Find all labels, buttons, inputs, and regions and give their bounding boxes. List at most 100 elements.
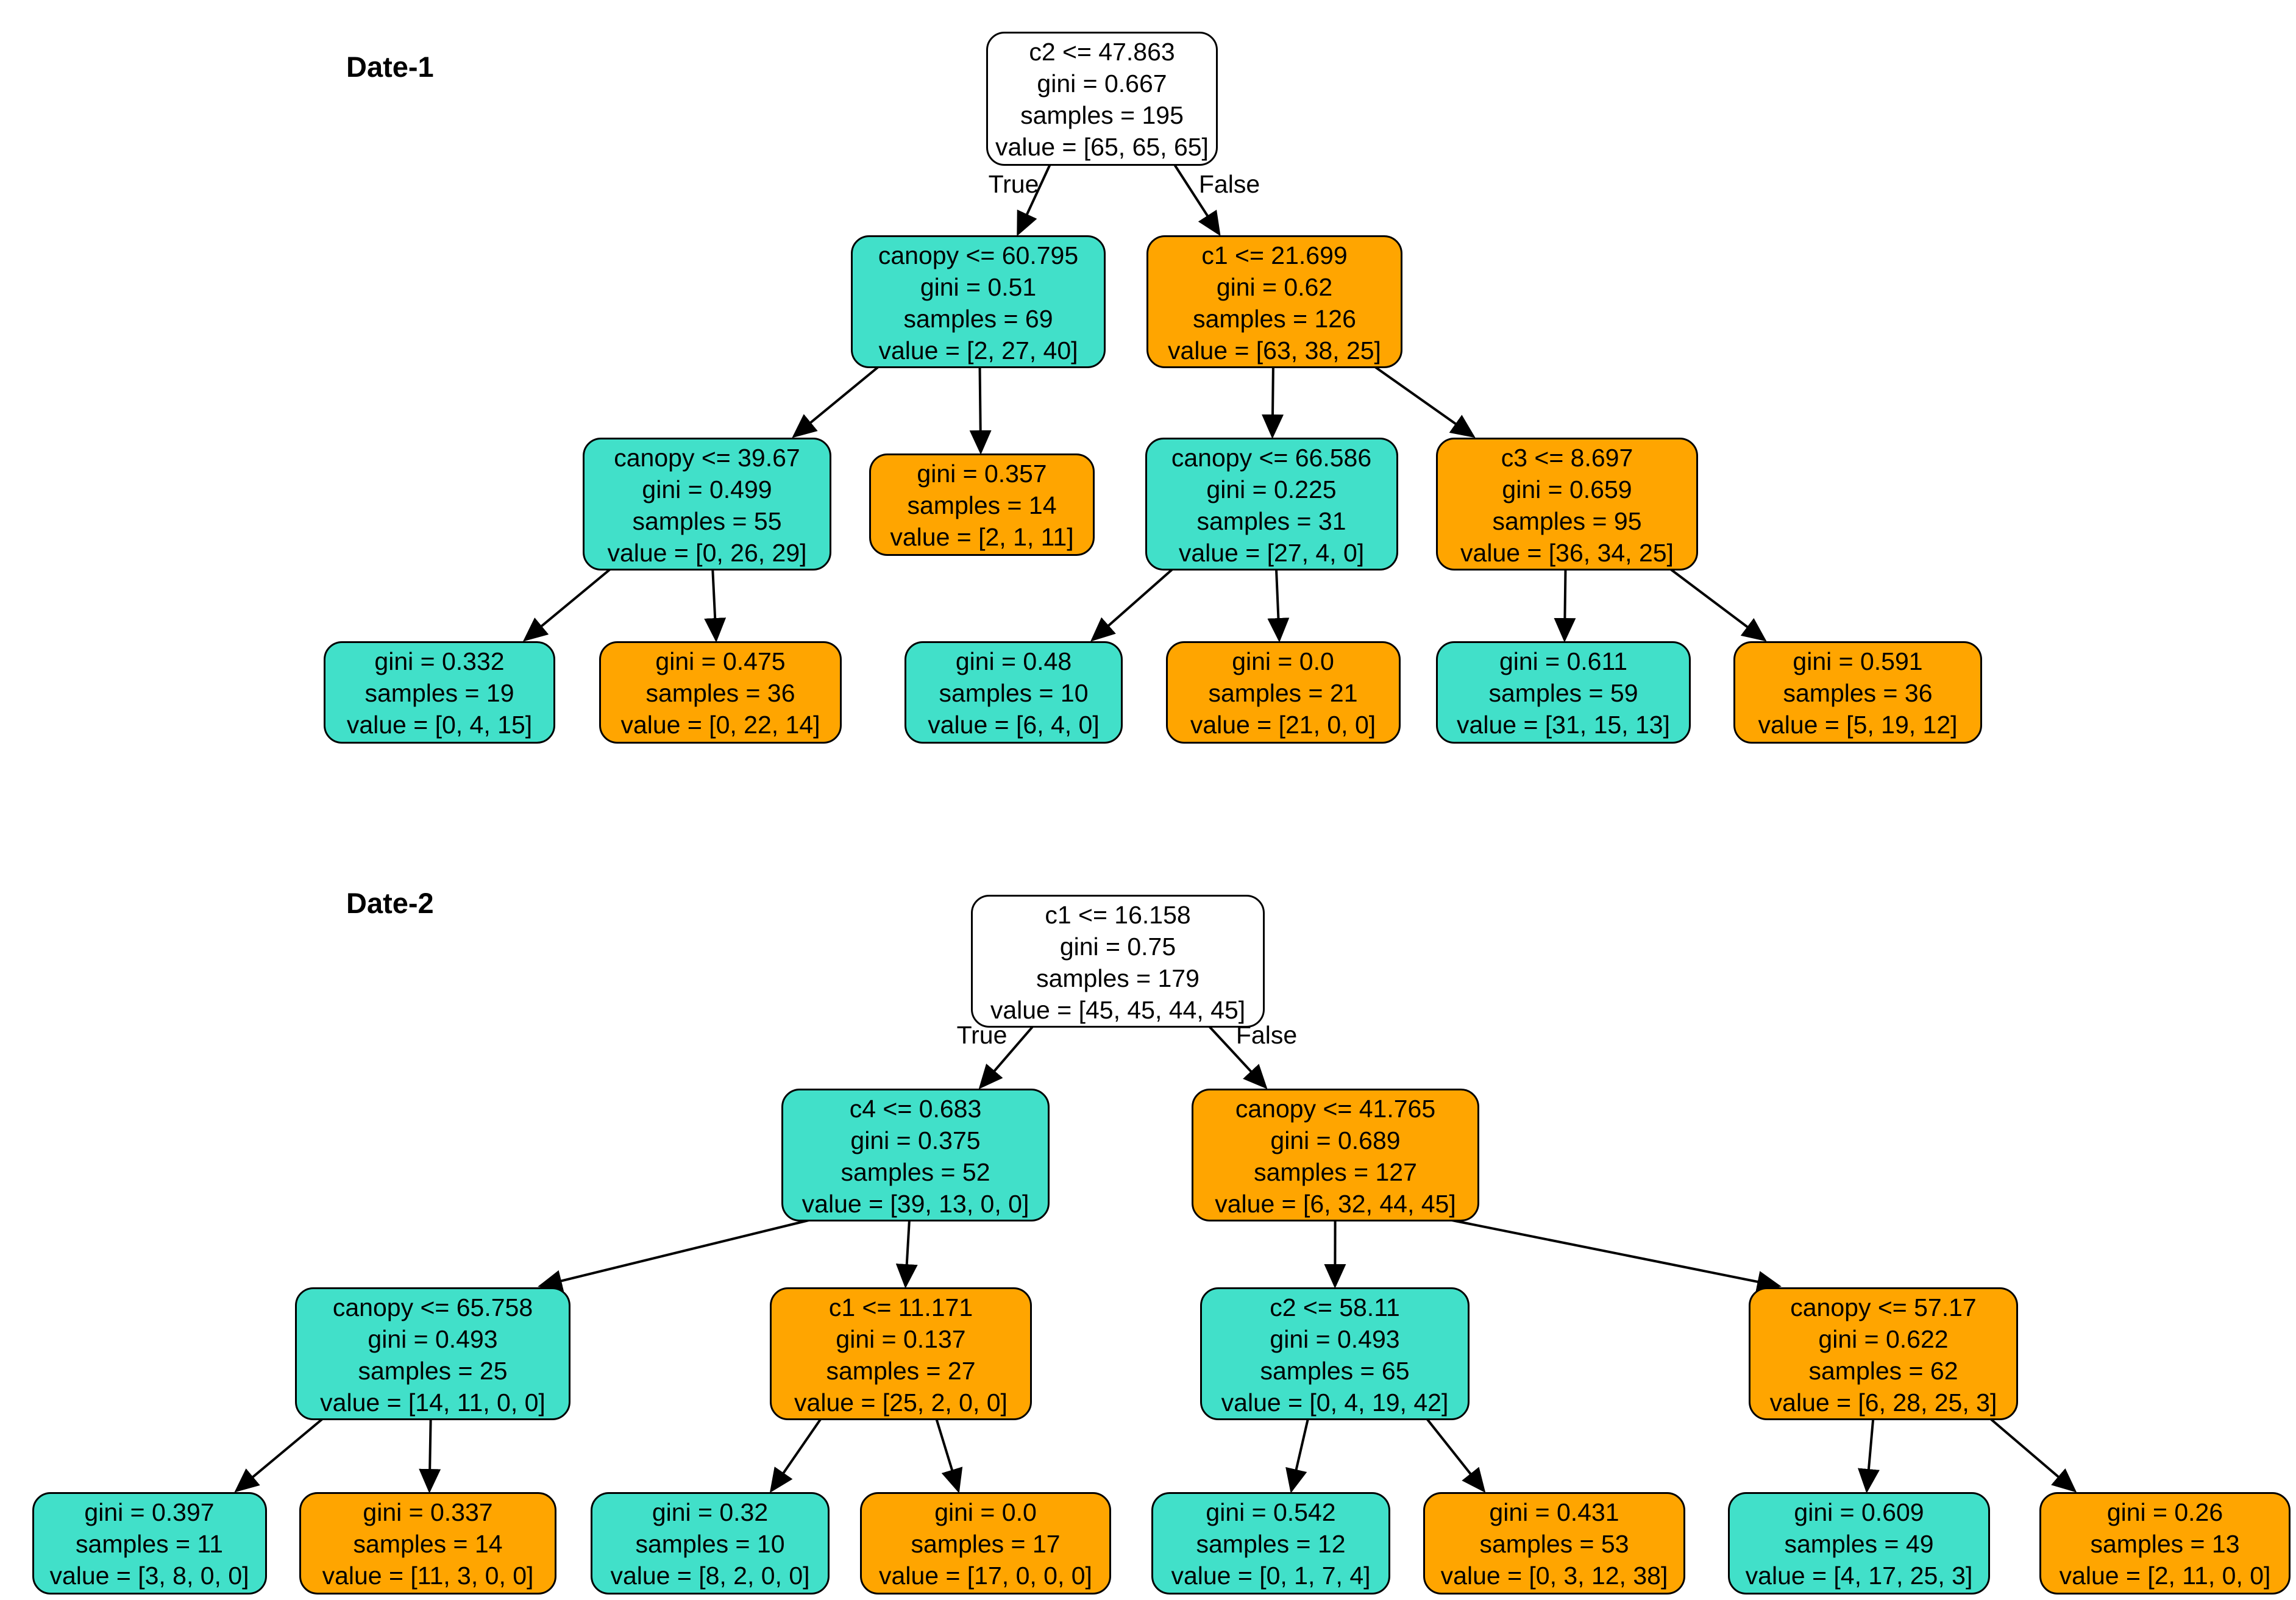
node-text-line: c2 <= 47.863 [1029,38,1175,66]
edge-arrow [969,366,992,455]
node-text-line: value = [8, 2, 0, 0] [610,1562,810,1590]
node-text-line: value = [0, 1, 7, 4] [1171,1562,1371,1590]
node-text-line: gini = 0.499 [642,475,772,503]
node-text-line: gini = 0.137 [836,1325,966,1353]
node-text-line: samples = 14 [353,1530,503,1558]
edge-arrow [792,366,880,438]
edge-arrow [1090,568,1173,642]
node-text-line: value = [0, 26, 29] [607,539,807,567]
node-text-line: gini = 0.397 [84,1498,215,1526]
node-text-line: gini = 0.51 [920,273,1037,301]
edge-arrow [1451,1219,1782,1293]
node-text-line: samples = 69 [903,305,1053,333]
node-text-line: c4 <= 0.683 [849,1095,982,1123]
node-text-line: gini = 0.475 [655,647,786,675]
node-text-line: value = [11, 3, 0, 0] [322,1562,534,1590]
node-text-line: gini = 0.611 [1499,647,1628,675]
tree-node-n12: gini = 0.591 samples = 36 value = [5, 19, … [1733,641,1982,744]
edge-arrow [1426,1418,1486,1493]
edge-arrow [538,1219,809,1292]
edge-arrow [1208,1025,1268,1089]
node-text-line: value = [14, 11, 0, 0] [320,1388,546,1417]
node-text-line: gini = 0.493 [1270,1325,1400,1353]
node-text-line: value = [6, 28, 25, 3] [1769,1388,1997,1417]
node-text-line: samples = 31 [1196,507,1346,535]
node-text-line: value = [63, 38, 25] [1168,336,1381,364]
node-text-line: value = [27, 4, 0] [1178,539,1365,567]
node-text-line: gini = 0.225 [1206,475,1337,503]
node-text-line: samples = 27 [826,1357,976,1385]
edge-arrow [419,1418,441,1493]
node-text-line: value = [5, 19, 12] [1758,711,1958,739]
node-text-line: samples = 55 [632,507,782,535]
node-text-line: samples = 52 [841,1158,990,1186]
node-text-line: samples = 36 [1783,679,1933,707]
node-text-line: value = [0, 22, 14] [620,711,820,739]
node-text-line: value = [21, 0, 0] [1190,711,1376,739]
edge-arrow [1858,1418,1880,1493]
node-text-line: c3 <= 8.697 [1501,444,1633,472]
edge-arrow [1374,366,1476,438]
node-text-line: value = [17, 0, 0, 0] [879,1562,1092,1590]
node-text-line: gini = 0.542 [1206,1498,1336,1526]
edge-arrow [1017,164,1051,236]
tree-node-m8: gini = 0.337 samples = 14 value = [11, 3, … [299,1492,556,1595]
node-text-line: samples = 126 [1193,305,1356,333]
edge-label-false: False [1199,170,1260,198]
tree-node-m7: gini = 0.397 samples = 11 value = [3, 8, 0… [32,1492,267,1595]
tree-node-n5: canopy <= 66.586 gini = 0.225 samples = 31… [1145,438,1398,571]
node-text-line: value = [6, 32, 44, 45] [1215,1190,1456,1218]
edge-label-true: True [989,170,1039,198]
edge-arrow [1989,1418,2077,1493]
node-text-line: samples = 195 [1020,101,1184,129]
node-text-line: gini = 0.609 [1794,1498,1924,1526]
node-text-line: c1 <= 11.171 [828,1293,973,1321]
node-text-line: value = [25, 2, 0, 0] [794,1388,1008,1417]
node-text-line: samples = 19 [364,679,514,707]
node-text-line: c1 <= 16.158 [1045,901,1191,929]
node-text-line: value = [0, 3, 12, 38] [1440,1562,1668,1590]
edge-arrow [895,1220,918,1289]
node-text-line: gini = 0.332 [374,647,505,675]
edge-arrow [522,568,611,642]
node-text-line: samples = 65 [1260,1357,1410,1385]
edge-arrow [1285,1418,1309,1493]
node-text-line: value = [45, 45, 44, 45] [990,996,1246,1024]
node-text-line: gini = 0.0 [1232,647,1334,675]
node-text-line: samples = 14 [907,491,1057,519]
edge-arrow [234,1418,324,1493]
tree-node-m4: c1 <= 11.171 gini = 0.137 samples = 27 valu… [770,1287,1032,1420]
node-text-line: value = [3, 8, 0, 0] [49,1562,249,1590]
node-text-line: gini = 0.591 [1793,647,1923,675]
edge-arrow [769,1418,822,1493]
node-text-line: gini = 0.431 [1489,1498,1619,1526]
tree-node-m5: c2 <= 58.11 gini = 0.493 samples = 65 value… [1200,1287,1470,1420]
node-text-line: samples = 10 [939,679,1089,707]
node-text-line: gini = 0.337 [363,1498,493,1526]
node-text-line: c2 <= 58.11 [1270,1293,1400,1321]
node-text-line: canopy <= 41.765 [1235,1095,1436,1123]
tree-title-date-1: Date-1 [346,51,434,83]
node-text-line: canopy <= 60.795 [878,241,1079,269]
node-text-line: samples = 13 [2090,1530,2240,1558]
node-text-line: canopy <= 66.586 [1171,444,1372,472]
node-text-line: c1 <= 21.699 [1201,241,1348,269]
node-text-line: value = [39, 13, 0, 0] [801,1190,1029,1218]
node-text-line: value = [0, 4, 19, 42] [1221,1388,1449,1417]
node-text-line: samples = 11 [76,1530,223,1558]
tree-title-date-2: Date-2 [346,887,434,919]
